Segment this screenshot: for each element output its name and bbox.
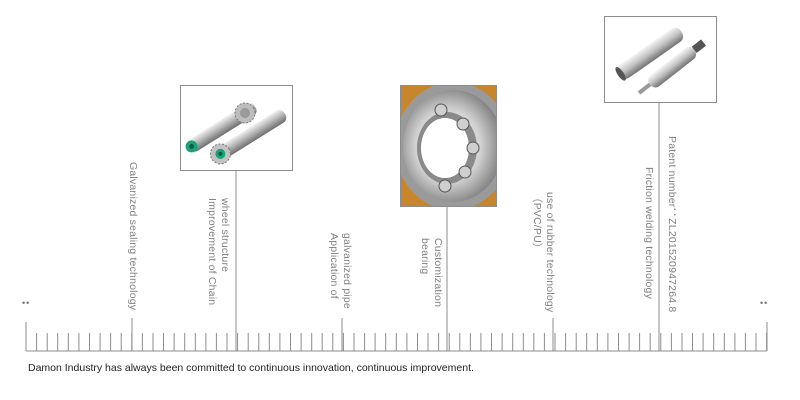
label-customization-bearing: Customization bearing xyxy=(418,238,444,307)
friction-roller-image xyxy=(604,16,717,103)
bearing-illustration xyxy=(401,86,496,206)
label-rubber-technology: use of rubber technology （PVC/PU） xyxy=(530,192,556,312)
ellipsis-right: •• xyxy=(760,298,769,308)
label-patent-number: Patent number：ZL201520947264.8 xyxy=(665,136,678,312)
label-line: Application of xyxy=(328,233,340,299)
friction-roller-illustration xyxy=(615,27,707,95)
label-galvanized-sealing: Galvanized sealing technology xyxy=(126,162,139,310)
label-line: use of rubber technology xyxy=(544,192,556,313)
chain-roller-illustration xyxy=(185,102,287,165)
label-chain-wheel: wheel structure Improvement of Chain xyxy=(205,198,231,305)
label-line: Galvanized sealing technology xyxy=(127,162,139,311)
label-line: bearing xyxy=(419,238,431,275)
company-tagline: Damon Industry has always been committed… xyxy=(28,362,474,374)
bearing-image xyxy=(400,85,497,207)
label-line: Friction welding technology xyxy=(643,167,655,300)
label-line: galvanized pipe xyxy=(341,233,353,309)
ellipsis-left: •• xyxy=(22,298,31,308)
label-line: wheel structure xyxy=(219,198,231,273)
label-friction-welding: Friction welding technology xyxy=(642,167,655,299)
chain-roller-image xyxy=(180,85,293,171)
label-line: Customization xyxy=(432,238,444,308)
label-galvanized-pipe: galvanized pipe Application of xyxy=(327,233,353,309)
label-line: Patent number：ZL201520947264.8 xyxy=(666,136,678,313)
label-line: Improvement of Chain xyxy=(206,198,218,306)
label-line: （PVC/PU） xyxy=(531,192,543,254)
